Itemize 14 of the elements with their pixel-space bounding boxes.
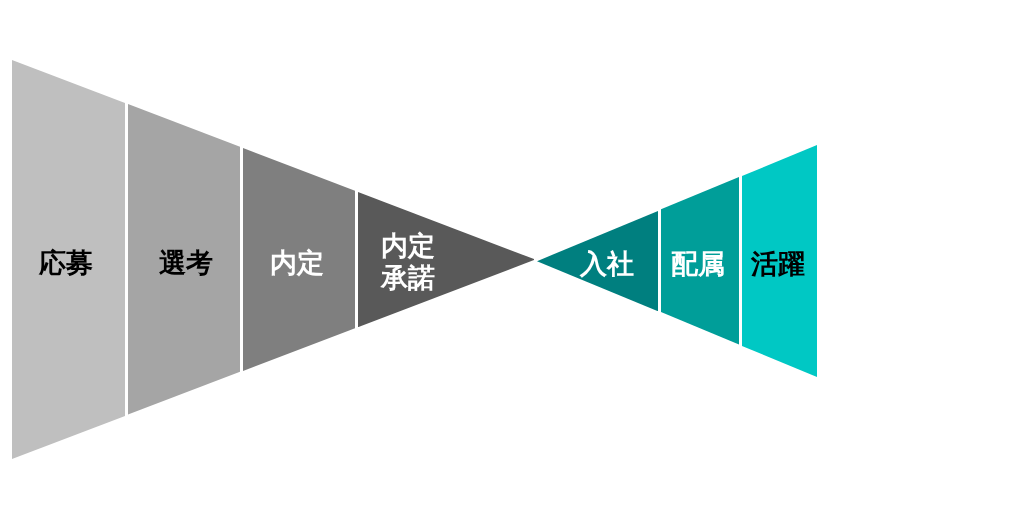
stage-label: 内定 — [270, 247, 324, 279]
stage-label: 内定承諾 — [380, 230, 436, 294]
funnel-segment — [128, 104, 240, 415]
stage-label: 入社 — [580, 248, 634, 280]
funnel-segment — [742, 145, 817, 377]
funnel-segment — [661, 177, 739, 345]
stage-label: 応募 — [39, 247, 93, 279]
funnel-segment — [537, 210, 658, 312]
funnel-segment — [243, 148, 355, 371]
stage-label: 選考 — [159, 247, 213, 279]
funnel-segment — [12, 60, 125, 459]
stage-label: 配属 — [671, 248, 725, 280]
stage-label: 活躍 — [751, 248, 805, 280]
funnel-segment — [358, 191, 534, 328]
